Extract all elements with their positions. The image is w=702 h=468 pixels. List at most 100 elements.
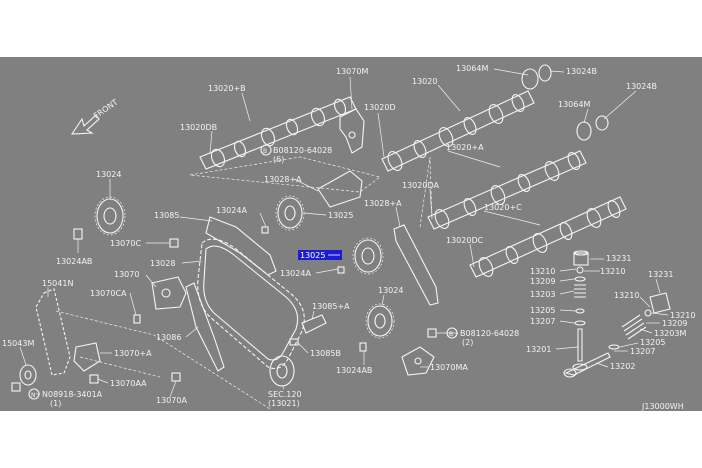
label-13028: 13028 xyxy=(150,259,175,268)
sprocket-13025-mid xyxy=(275,195,305,231)
bolt-13024ab-low xyxy=(359,342,367,352)
label-13205-a: 13205 xyxy=(530,306,555,315)
label-13070: 13070 xyxy=(114,270,139,279)
label-13207-b: 13207 xyxy=(630,347,655,356)
bolt-13070a xyxy=(171,372,181,382)
diagram-canvas: FRONT B xyxy=(2,64,695,411)
valve-spring-right xyxy=(608,309,652,350)
bolt-13070aa xyxy=(89,374,99,384)
bracket-13070m xyxy=(339,108,365,154)
label-13020c: 13020+C xyxy=(484,203,522,212)
front-arrow-icon xyxy=(70,114,100,135)
label-13028a-top: 13028+A xyxy=(264,175,302,184)
label-13024b-right: 13024B xyxy=(626,82,657,91)
chain-guide-13085a xyxy=(301,314,327,334)
label-13025-highlighted[interactable]: 13025 xyxy=(300,251,325,260)
camshaft-13020a xyxy=(427,150,587,230)
label-bolt-qty-low: (2) xyxy=(462,338,473,347)
tensioner-13070 xyxy=(151,276,187,310)
label-13028a-mid: 13028+A xyxy=(364,199,402,208)
label-13070ca: 13070CA xyxy=(90,289,127,298)
label-13202: 13202 xyxy=(610,362,635,371)
label-13210-c: 13210 xyxy=(614,291,639,300)
timing-chain-13028 xyxy=(197,238,305,370)
chain-guide-13028a-right xyxy=(393,224,439,306)
sprocket-13024-low xyxy=(365,303,395,339)
label-13203: 13203 xyxy=(530,290,555,299)
label-13020dc: 13020DC xyxy=(446,236,484,245)
label-13070a: 13070A xyxy=(156,396,187,405)
label-13024a-mid: 13024A xyxy=(216,206,247,215)
label-13207-a: 13207 xyxy=(530,317,555,326)
label-nut-n08918: N08918-3401A xyxy=(42,390,103,399)
valve-lifter-13231 xyxy=(573,250,589,266)
label-bolt-qty-top: (6) xyxy=(273,155,284,164)
svg-text:N: N xyxy=(31,392,36,399)
bolt-13085b xyxy=(289,338,299,346)
signal-plate-13064m-right xyxy=(576,115,609,141)
label-13020d: 13020D xyxy=(364,103,396,112)
highlight-box xyxy=(298,250,342,260)
parts-diagram: FRONT B xyxy=(0,57,702,411)
label-13085a: 13085+A xyxy=(312,302,350,311)
label-13025-mid: 13025 xyxy=(328,211,353,220)
label-13085b: 13085B xyxy=(310,349,341,358)
bolt-13070c xyxy=(169,238,179,248)
label-13064m-top: 13064M xyxy=(456,64,488,73)
sprocket-13024-left xyxy=(94,196,126,236)
svg-text:B: B xyxy=(449,331,453,338)
label-13024-low: 13024 xyxy=(378,286,403,295)
label-13020: 13020 xyxy=(412,77,437,86)
camshaft-13020 xyxy=(381,90,535,172)
label-13020b: 13020+B xyxy=(208,84,246,93)
valve-13202 xyxy=(563,352,611,378)
front-label: FRONT xyxy=(92,98,120,121)
chain-guide-13085 xyxy=(205,216,277,276)
camshaft-13020c xyxy=(469,196,627,278)
label-13070c: 13070C xyxy=(110,239,141,248)
label-13209-a: 13209 xyxy=(530,277,555,286)
nut-icon: N xyxy=(11,382,40,400)
valve-lifter-13231-right xyxy=(649,292,671,314)
label-13203m: 13203M xyxy=(654,329,686,338)
oil-pump-chain-15041n xyxy=(35,288,71,376)
bolt-13070ca xyxy=(133,314,141,324)
bolt-13024ab-left xyxy=(73,228,83,253)
label-13231-right: 13231 xyxy=(648,270,673,279)
label-13024ab-low: 13024AB xyxy=(336,366,372,375)
label-13070ma: 13070MA xyxy=(430,363,468,372)
label-13064m-right: 13064M xyxy=(558,100,590,109)
bolt-13024a-mid xyxy=(261,226,269,234)
tensioner-13070a-plus xyxy=(73,342,101,372)
label-13209-b: 13209 xyxy=(662,319,687,328)
label-sec-120: SEC.120 xyxy=(268,390,302,399)
label-15043m: 15043M xyxy=(2,339,34,348)
bolt-icon: B xyxy=(260,144,272,156)
label-13020da: 13020DA xyxy=(402,181,439,190)
label-bolt-b08120-top: B08120-64028 xyxy=(273,146,332,155)
label-13024-left: 13024 xyxy=(96,170,121,179)
label-13210-a: 13210 xyxy=(530,267,555,276)
label-13020a: 13020+A xyxy=(446,143,484,152)
label-13210-b: 13210 xyxy=(600,267,625,276)
label-13024b-top: 13024B xyxy=(566,67,597,76)
label-13024ab-left: 13024AB xyxy=(56,257,92,266)
svg-text:B: B xyxy=(263,148,267,155)
catalog-code: J13000WH xyxy=(641,402,684,411)
leader-lines xyxy=(19,68,669,398)
signal-plate-13064m-top xyxy=(521,64,552,90)
label-bolt-b08120-low: B08120-64028 xyxy=(460,329,519,338)
sprocket-15043m xyxy=(19,364,37,386)
label-13086: 13086 xyxy=(156,333,181,342)
label-13070aa: 13070AA xyxy=(110,379,147,388)
bracket-13070ma xyxy=(401,346,435,376)
sprocket-13025-highlighted xyxy=(352,237,384,275)
label-13020db: 13020DB xyxy=(180,123,217,132)
label-13070a-plus: 13070+A xyxy=(114,349,152,358)
label-nut-qty: (1) xyxy=(50,399,61,408)
label-sec-ref: (13021) xyxy=(268,399,300,408)
label-13024a-low: 13024A xyxy=(280,269,311,278)
label-15041n: 15041N xyxy=(42,279,73,288)
label-13210-d: 13210 xyxy=(670,311,695,320)
label-13070m: 13070M xyxy=(336,67,368,76)
